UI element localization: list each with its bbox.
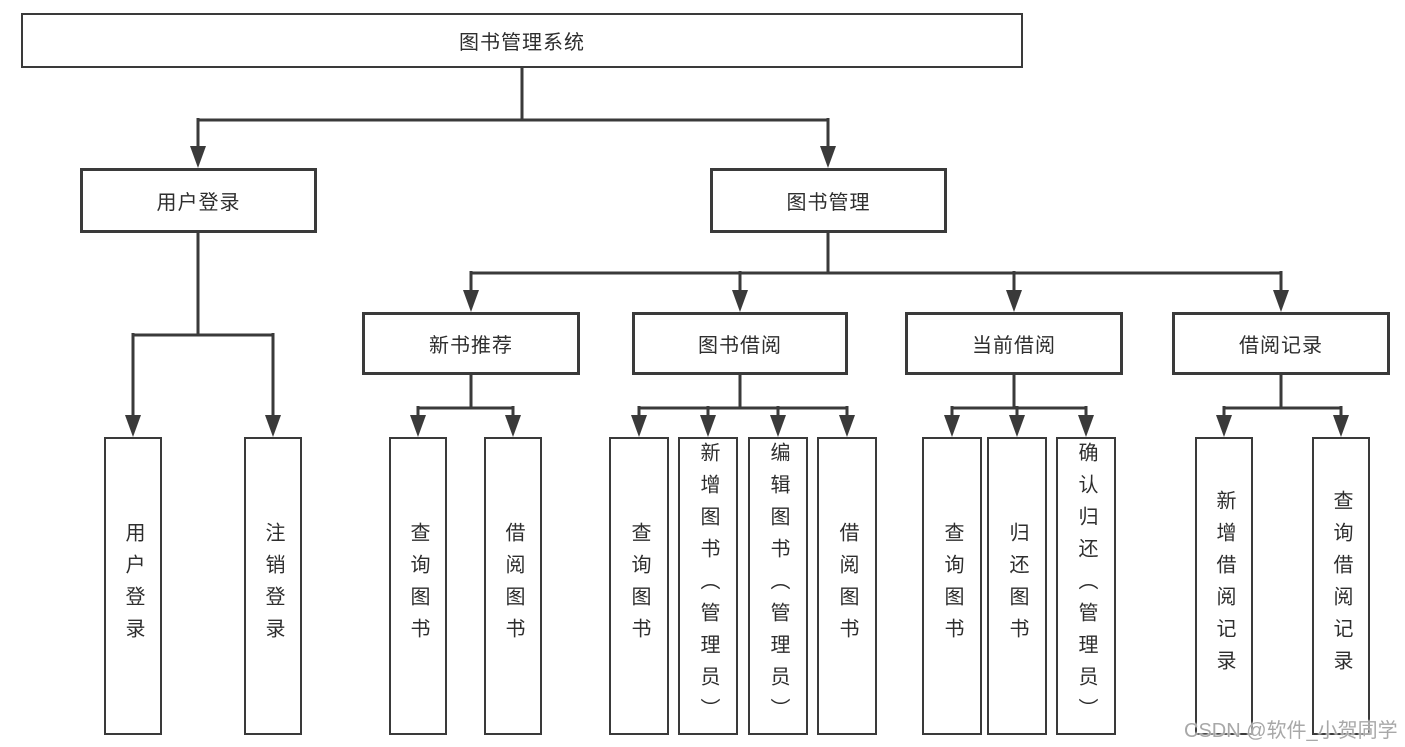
arrowheads <box>125 146 1349 437</box>
node-label: 查询借阅记录 <box>1330 490 1352 682</box>
node-book-borrow: 图书借阅 <box>632 312 848 375</box>
leaf-current-query-books: 查询图书 <box>922 437 982 735</box>
node-label: 新增借阅记录 <box>1213 490 1235 682</box>
node-book-management: 图书管理 <box>710 168 947 233</box>
arrow-down-icon <box>631 415 647 437</box>
node-label: 新增图书（管理员） <box>697 442 719 730</box>
node-label: 图书管理 <box>786 192 871 214</box>
arrow-down-icon <box>700 415 716 437</box>
leaf-borrow-borrow-books: 借阅图书 <box>817 437 877 735</box>
arrow-down-icon <box>1006 290 1022 312</box>
node-label: 图书借阅 <box>698 335 782 357</box>
node-label: 当前借阅 <box>972 335 1056 357</box>
arrow-down-icon <box>1273 290 1289 312</box>
node-user-login: 用户登录 <box>80 168 317 233</box>
arrow-down-icon <box>732 290 748 312</box>
connector-book-management-children <box>469 233 1283 292</box>
node-label: 新书推荐 <box>429 335 513 357</box>
arrow-down-icon <box>1333 415 1349 437</box>
leaf-records-add-record: 新增借阅记录 <box>1195 437 1253 735</box>
node-label: 查询图书 <box>628 522 650 650</box>
node-library-management-system: 图书管理系统 <box>21 13 1023 68</box>
connector-new-book-children <box>416 375 515 417</box>
node-label: 查询图书 <box>941 522 963 650</box>
arrow-down-icon <box>1216 415 1232 437</box>
node-label: 编辑图书（管理员） <box>767 442 789 730</box>
node-label: 用户登录 <box>156 192 241 214</box>
arrow-down-icon <box>839 415 855 437</box>
arrow-down-icon <box>505 415 521 437</box>
node-label: 注销登录 <box>262 522 284 650</box>
node-label: 用户登录 <box>122 522 144 650</box>
leaf-current-return-books: 归还图书 <box>987 437 1047 735</box>
node-label: 归还图书 <box>1006 522 1028 650</box>
watermark: CSDN @软件_小贺同学 <box>1184 720 1398 742</box>
connector-root-to-level2 <box>196 68 830 148</box>
connector-current-borrow-children <box>950 375 1088 417</box>
node-label: 借阅图书 <box>836 522 858 650</box>
leaf-borrow-edit-books-admin: 编辑图书（管理员） <box>748 437 808 735</box>
node-label: 借阅图书 <box>502 522 524 650</box>
node-label: 查询图书 <box>407 522 429 650</box>
node-label: 图书管理系统 <box>459 32 585 54</box>
node-label: 确认归还（管理员） <box>1075 442 1097 730</box>
node-current-borrow: 当前借阅 <box>905 312 1123 375</box>
leaf-borrow-query-books: 查询图书 <box>609 437 669 735</box>
leaf-records-query-record: 查询借阅记录 <box>1312 437 1370 735</box>
arrow-down-icon <box>770 415 786 437</box>
arrow-down-icon <box>944 415 960 437</box>
connector-borrow-records-children <box>1222 375 1343 417</box>
leaf-user-login: 用户登录 <box>104 437 162 735</box>
node-borrow-records: 借阅记录 <box>1172 312 1390 375</box>
arrow-down-icon <box>463 290 479 312</box>
arrow-down-icon <box>410 415 426 437</box>
leaf-borrow-add-books-admin: 新增图书（管理员） <box>678 437 738 735</box>
arrow-down-icon <box>190 146 206 168</box>
arrow-down-icon <box>820 146 836 168</box>
arrow-down-icon <box>125 415 141 437</box>
leaf-newbook-borrow-books: 借阅图书 <box>484 437 542 735</box>
arrow-down-icon <box>1078 415 1094 437</box>
leaf-logout: 注销登录 <box>244 437 302 735</box>
node-new-book-recommend: 新书推荐 <box>362 312 580 375</box>
connector-book-borrow-children <box>637 375 849 417</box>
node-label: 借阅记录 <box>1239 335 1323 357</box>
leaf-newbook-query-books: 查询图书 <box>389 437 447 735</box>
connector-user-login-children <box>131 233 275 417</box>
leaf-current-confirm-return-admin: 确认归还（管理员） <box>1056 437 1116 735</box>
arrow-down-icon <box>265 415 281 437</box>
arrow-down-icon <box>1009 415 1025 437</box>
